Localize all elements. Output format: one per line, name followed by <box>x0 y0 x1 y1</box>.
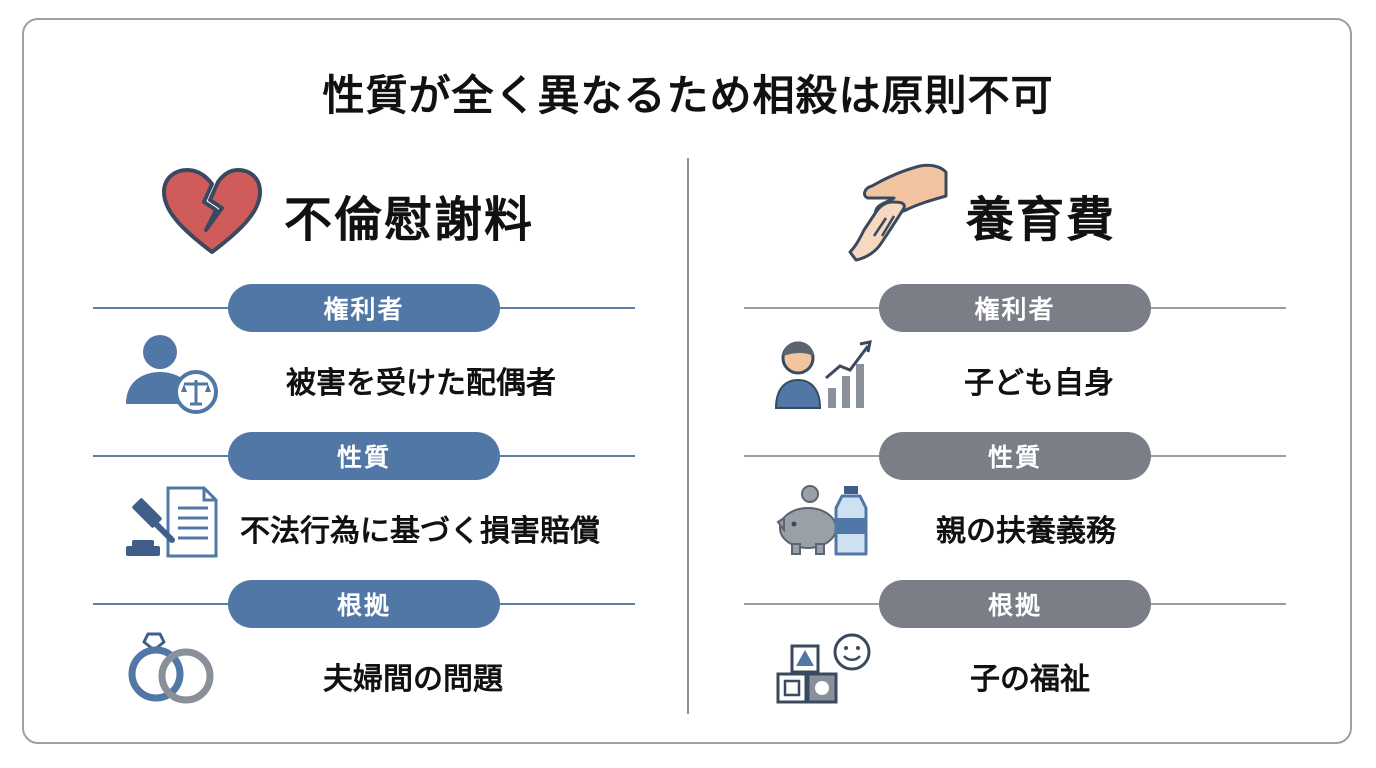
right-heading: 養育費 <box>966 192 1117 248</box>
left-value-3: 夫婦間の問題 <box>323 662 503 697</box>
page-title: 性質が全く異なるため相殺は原則不可 <box>322 71 1054 120</box>
broken-heart-icon <box>160 166 264 260</box>
left-value-2: 不法行為に基づく損害賠償 <box>240 514 600 549</box>
left-label-3: 根拠 <box>228 580 500 628</box>
piggy-bank-bottle-icon <box>774 482 874 564</box>
adult-child-hands-icon <box>846 156 950 270</box>
right-label-2: 性質 <box>879 432 1151 480</box>
toy-blocks-smile-icon <box>774 630 874 712</box>
column-divider <box>687 158 689 714</box>
right-label-1: 権利者 <box>879 284 1151 332</box>
left-heading: 不倫慰謝料 <box>284 192 535 248</box>
right-value-2: 親の扶養義務 <box>936 514 1116 549</box>
gavel-document-icon <box>124 484 220 564</box>
person-with-scales-icon <box>122 332 222 420</box>
left-value-1: 被害を受けた配偶者 <box>286 366 556 401</box>
right-value-3: 子の福祉 <box>970 662 1090 697</box>
wedding-rings-icon <box>126 630 218 708</box>
right-value-1: 子ども自身 <box>964 366 1114 401</box>
right-label-3: 根拠 <box>879 580 1151 628</box>
child-growth-chart-icon <box>774 336 874 416</box>
left-label-1: 権利者 <box>228 284 500 332</box>
left-label-2: 性質 <box>228 432 500 480</box>
